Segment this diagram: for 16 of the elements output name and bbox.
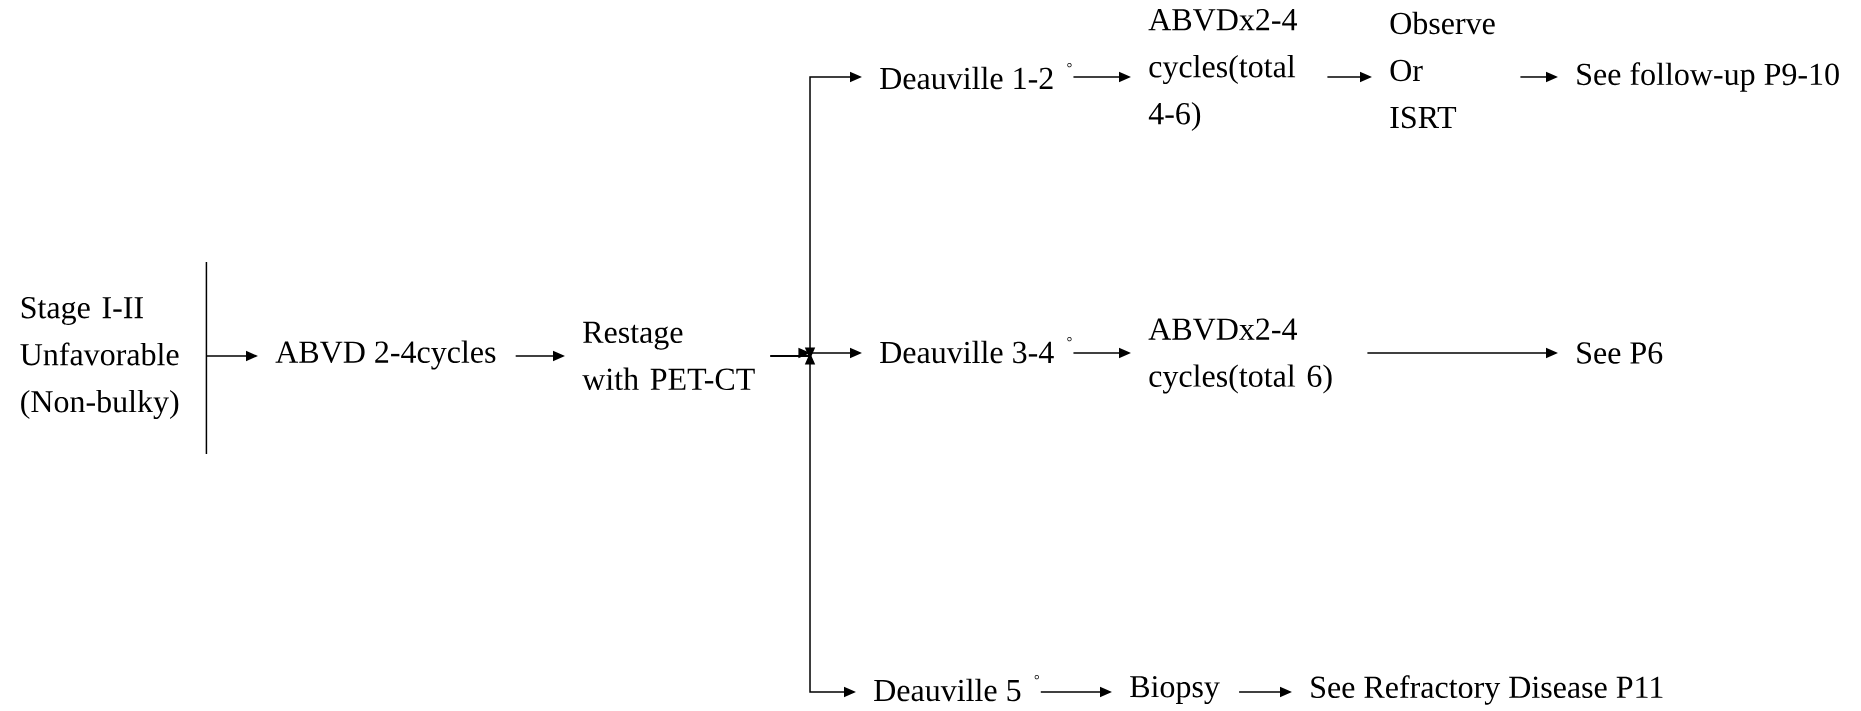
step-text: Biopsy bbox=[1130, 675, 1220, 705]
step-text: Restage with PET-CT bbox=[582, 321, 755, 391]
step-text: Deauville 3-4 bbox=[880, 340, 1054, 364]
step-text: See follow-up P9-10 bbox=[1577, 62, 1839, 92]
degree-mark: ° bbox=[1034, 675, 1039, 680]
step-text: See P6 bbox=[1577, 342, 1663, 364]
step-text: Deauville 5 bbox=[874, 678, 1021, 702]
step-text: ABVD 2-4cycles bbox=[275, 340, 496, 370]
step-text: ABVDx2-4 cycles(total 6) bbox=[1148, 318, 1332, 394]
step-text: See Refractory Disease P11 bbox=[1311, 675, 1663, 705]
step-text: Observe Or ISRT bbox=[1390, 11, 1495, 129]
degree-mark: ° bbox=[1067, 63, 1072, 68]
step-text: ABVDx2-4 cycles(total 4-6) bbox=[1148, 9, 1297, 131]
degree-mark: ° bbox=[1067, 337, 1072, 342]
stage-text: Stage I-II Unfavorable (Non-bulky) bbox=[20, 296, 179, 420]
step-text: Deauville 1-2 bbox=[880, 66, 1053, 90]
